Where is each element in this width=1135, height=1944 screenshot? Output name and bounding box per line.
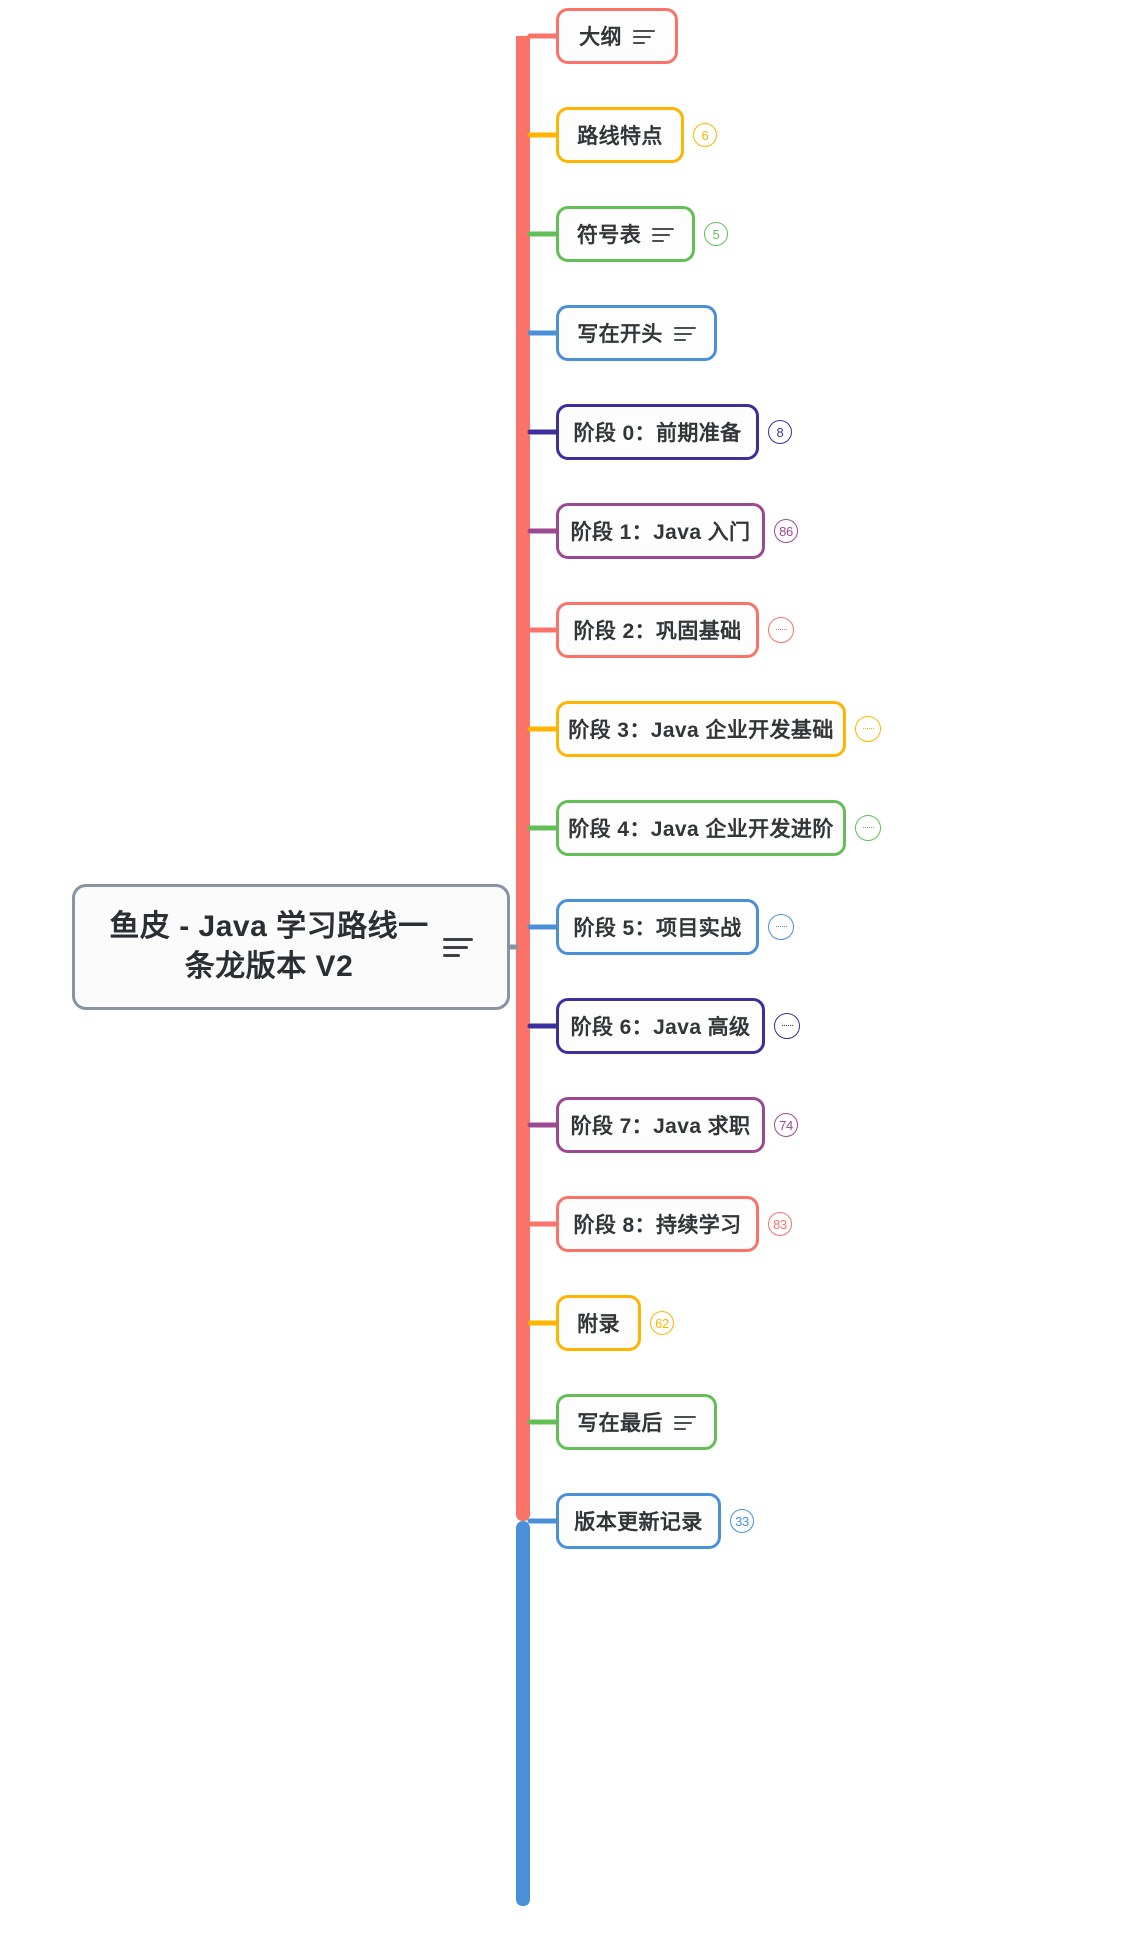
branch-node-content: 符号表 xyxy=(576,219,675,249)
trunk-segment xyxy=(516,1422,530,1521)
collapse-badge-count: 83 xyxy=(773,1216,787,1232)
branch-node-content: 阶段 3：Java 企业开发基础 xyxy=(568,714,833,744)
branch-node-content: 阶段 4：Java 企业开发进阶 xyxy=(568,813,833,843)
branch-node-content: 写在开头 xyxy=(577,318,696,348)
note-lines-icon[interactable] xyxy=(632,28,655,44)
trunk-segment xyxy=(516,1224,530,1521)
branch-node-changelog[interactable]: 版本更新记录 xyxy=(556,1493,721,1549)
collapse-badge-count: 62 xyxy=(655,1315,669,1331)
branch-node-label: 阶段 6：Java 高级 xyxy=(570,1016,751,1039)
branch-node-stage-7[interactable]: 阶段 7：Java 求职 xyxy=(556,1097,765,1153)
branch-node-content: 路线特点 xyxy=(577,120,663,150)
branch-node-preface[interactable]: 写在开头 xyxy=(556,305,717,361)
branch-node-stage-4[interactable]: 阶段 4：Java 企业开发进阶 xyxy=(556,800,846,856)
branch-node-afterword[interactable]: 写在最后 xyxy=(556,1394,717,1450)
trunk-segment xyxy=(516,1026,530,1521)
branch-node-stage-2[interactable]: 阶段 2：巩固基础 xyxy=(556,602,759,658)
trunk-top-cap xyxy=(516,36,530,46)
branch-node-outline[interactable]: 大纲 xyxy=(556,8,678,64)
branch-node-content: 阶段 0：前期准备 xyxy=(573,417,741,447)
trunk-segment xyxy=(516,432,530,1521)
collapse-badge-stage-0[interactable]: 8 xyxy=(768,420,792,444)
collapse-badge-appendix[interactable]: 62 xyxy=(650,1311,674,1335)
branch-node-content: 阶段 8：持续学习 xyxy=(573,1209,741,1239)
branch-node-content: 阶段 6：Java 高级 xyxy=(571,1011,751,1041)
branch-node-content: 阶段 2：巩固基础 xyxy=(573,615,741,645)
collapse-badge-changelog[interactable]: 33 xyxy=(730,1509,754,1533)
branch-node-content: 阶段 5：项目实战 xyxy=(573,912,741,942)
trunk-segment xyxy=(516,630,530,1521)
branch-node-label: 大纲 xyxy=(579,26,622,49)
branch-node-content: 写在最后 xyxy=(577,1407,696,1437)
branch-node-label: 写在开头 xyxy=(577,323,663,346)
trunk-segment xyxy=(516,828,530,1521)
collapse-badge-stage-4[interactable] xyxy=(855,815,881,841)
collapse-badge-count: 74 xyxy=(779,1117,793,1133)
collapse-badge-stage-2[interactable] xyxy=(768,617,794,643)
branch-node-label: 阶段 1：Java 入门 xyxy=(570,521,751,544)
trunk-bottom-cap xyxy=(516,1896,530,1906)
branch-node-content: 版本更新记录 xyxy=(574,1506,702,1536)
root-node-label: 鱼皮 - Java 学习路线一 条龙版本 V2 xyxy=(109,910,429,983)
branch-node-content: 附录 xyxy=(577,1308,620,1338)
branch-node-stage-3[interactable]: 阶段 3：Java 企业开发基础 xyxy=(556,701,846,757)
collapse-badge-stage-6[interactable] xyxy=(774,1013,800,1039)
trunk-segment xyxy=(516,531,530,1521)
branch-node-stage-8[interactable]: 阶段 8：持续学习 xyxy=(556,1196,759,1252)
root-node-content: 鱼皮 - Java 学习路线一 条龙版本 V2 xyxy=(109,907,473,986)
branch-node-stage-0[interactable]: 阶段 0：前期准备 xyxy=(556,404,759,460)
branch-node-label: 版本更新记录 xyxy=(574,1511,703,1534)
branch-node-label: 阶段 3：Java 企业开发基础 xyxy=(568,719,834,742)
branch-node-label: 附录 xyxy=(577,1313,620,1336)
branch-node-label: 阶段 7：Java 求职 xyxy=(570,1115,751,1138)
collapse-badge-count: 5 xyxy=(712,226,720,242)
branch-node-label: 阶段 2：巩固基础 xyxy=(573,620,742,643)
collapse-badge-stage-5[interactable] xyxy=(768,914,794,940)
branch-node-label: 路线特点 xyxy=(577,125,663,148)
branch-node-content: 阶段 7：Java 求职 xyxy=(571,1110,751,1140)
branch-node-stage-6[interactable]: 阶段 6：Java 高级 xyxy=(556,998,765,1054)
branch-node-label: 阶段 5：项目实战 xyxy=(573,917,742,940)
trunk-segment xyxy=(516,36,530,1521)
collapse-badge-count: 6 xyxy=(701,127,709,143)
branch-node-label: 写在最后 xyxy=(577,1412,663,1435)
note-lines-icon[interactable] xyxy=(652,226,675,242)
branch-node-stage-1[interactable]: 阶段 1：Java 入门 xyxy=(556,503,765,559)
branch-node-label: 阶段 0：前期准备 xyxy=(573,422,742,445)
trunk-segment xyxy=(516,1323,530,1521)
trunk-segment xyxy=(516,729,530,1521)
collapse-badge-count: 86 xyxy=(779,523,793,539)
collapse-badge-stage-1[interactable]: 86 xyxy=(774,519,798,543)
branch-node-label: 符号表 xyxy=(576,224,642,247)
note-lines-icon[interactable] xyxy=(673,1414,696,1430)
trunk-segment xyxy=(516,135,530,1521)
collapse-badge-symbol-table[interactable]: 5 xyxy=(704,222,728,246)
note-lines-icon[interactable] xyxy=(442,936,473,958)
root-node[interactable]: 鱼皮 - Java 学习路线一 条龙版本 V2 xyxy=(72,884,510,1010)
collapse-badge-count: 33 xyxy=(735,1513,749,1529)
collapse-badge-stage-8[interactable]: 83 xyxy=(768,1212,792,1236)
collapse-badge-route-features[interactable]: 6 xyxy=(693,123,717,147)
branch-node-content: 大纲 xyxy=(579,21,655,51)
branch-node-label: 阶段 4：Java 企业开发进阶 xyxy=(568,818,834,841)
trunk-segment xyxy=(516,927,530,1521)
branch-node-appendix[interactable]: 附录 xyxy=(556,1295,641,1351)
collapse-badge-stage-7[interactable]: 74 xyxy=(774,1113,798,1137)
branch-node-stage-5[interactable]: 阶段 5：项目实战 xyxy=(556,899,759,955)
branch-node-label: 阶段 8：持续学习 xyxy=(573,1214,742,1237)
trunk-segment xyxy=(516,1521,530,1906)
branch-node-content: 阶段 1：Java 入门 xyxy=(571,516,751,546)
trunk-segment xyxy=(516,333,530,1521)
branch-node-route-features[interactable]: 路线特点 xyxy=(556,107,684,163)
collapse-badge-stage-3[interactable] xyxy=(855,716,881,742)
note-lines-icon[interactable] xyxy=(673,325,696,341)
branch-node-symbol-table[interactable]: 符号表 xyxy=(556,206,695,262)
trunk-segment xyxy=(516,234,530,1521)
trunk-segment xyxy=(516,1125,530,1521)
collapse-badge-count: 8 xyxy=(776,424,784,440)
